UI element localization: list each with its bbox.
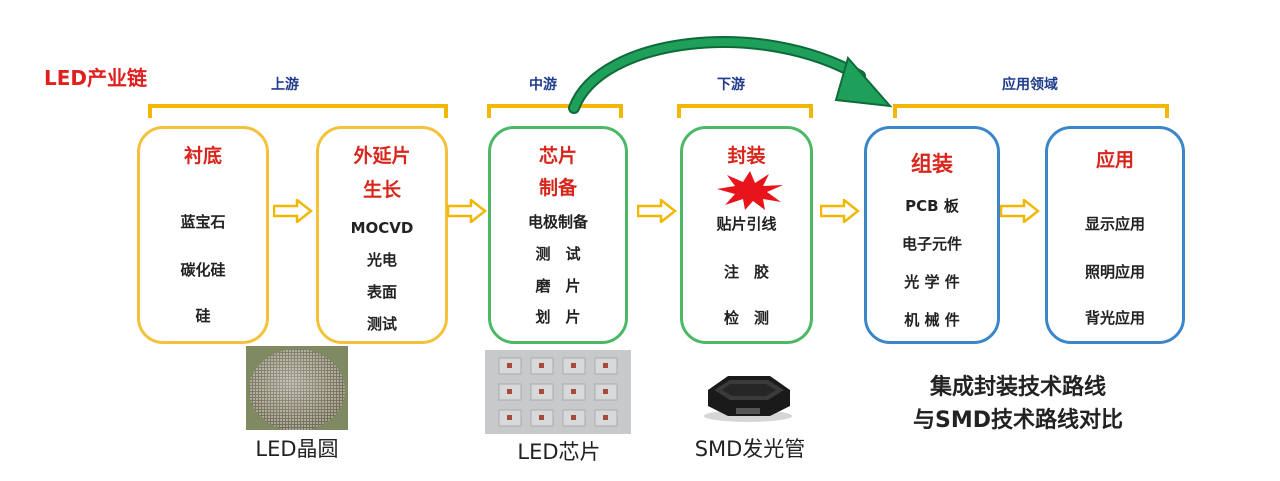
box-packaging: 封装 贴片引线 注 胶 检 测 <box>680 126 813 344</box>
box-application: 应用 显示应用 照明应用 背光应用 <box>1045 126 1185 344</box>
box-item: 检 测 <box>723 309 769 327</box>
box-item: 电子元件 <box>901 235 962 253</box>
box-epitaxial-growth: 外延片 生长 MOCVD 光电 表面 测试 <box>316 126 448 344</box>
box-item: 光 学 件 <box>904 273 960 291</box>
box-title-line: 应用 <box>1095 149 1134 171</box>
led-chip-image <box>485 350 631 434</box>
hollow-arrow-icon <box>637 199 677 223</box>
caption-led-chip: LED芯片 <box>517 440 601 464</box>
box-item: 磨 片 <box>535 277 581 295</box>
box-item: MOCVD <box>350 219 414 237</box>
bracket-midstream <box>487 104 623 118</box>
box-item: 蓝宝石 <box>180 213 226 231</box>
box-item: 注 胶 <box>723 263 769 281</box>
box-title-line: 外延片 <box>353 145 411 167</box>
box-item: 碳化硅 <box>180 261 226 279</box>
box-assembly: 组装 PCB 板 电子元件 光 学 件 机 械 件 <box>864 126 1000 344</box>
box-item: 表面 <box>366 283 397 301</box>
box-item: 划 片 <box>535 308 581 326</box>
hollow-arrow-icon <box>273 199 313 223</box>
box-item: 硅 <box>195 307 211 325</box>
hollow-arrow-icon <box>1000 199 1040 223</box>
curved-arrow-icon <box>568 36 893 114</box>
box-title-line: 衬底 <box>183 145 222 167</box>
hollow-arrow-icon <box>447 199 487 223</box>
box-item: 机 械 件 <box>904 311 960 329</box>
box-title-line: 制备 <box>538 177 577 199</box>
led-wafer-image <box>246 346 348 430</box>
box-title-line: 组装 <box>911 152 953 176</box>
comparison-line-2: 与SMD技术路线对比 <box>913 408 1123 433</box>
box-item: 测试 <box>366 315 397 333</box>
box-title-line: 封装 <box>727 145 766 167</box>
box-item: 背光应用 <box>1084 309 1145 327</box>
box-substrate: 衬底 蓝宝石 碳化硅 硅 <box>137 126 269 344</box>
box-item: PCB 板 <box>905 197 959 215</box>
comparison-line-1: 集成封装技术路线 <box>929 375 1106 400</box>
box-chip-fabrication: 芯片 制备 电极制备 测 试 磨 片 划 片 <box>488 126 628 344</box>
stage-label-downstream: 下游 <box>717 77 745 93</box>
box-title-line: 生长 <box>362 179 401 201</box>
bracket-downstream <box>677 104 813 118</box>
stage-label-upstream: 上游 <box>271 77 299 93</box>
stage-label-midstream: 中游 <box>529 77 557 93</box>
box-item: 电极制备 <box>527 213 588 231</box>
smd-led-image <box>704 376 792 422</box>
box-item: 光电 <box>366 251 397 269</box>
stage-label-application-field: 应用领域 <box>1002 77 1058 93</box>
bracket-application-field <box>893 104 1169 118</box>
bracket-upstream <box>148 104 448 118</box>
hollow-arrow-icon <box>820 199 860 223</box>
box-title-line: 芯片 <box>538 145 577 167</box>
caption-smd-led: SMD发光管 <box>694 437 806 461</box>
box-item: 贴片引线 <box>716 215 777 233</box>
diagram-title: LED产业链 <box>44 66 148 90</box>
box-item: 测 试 <box>535 245 581 263</box>
caption-led-wafer: LED晶圆 <box>255 437 339 461</box>
starburst-icon <box>717 171 783 210</box>
box-item: 照明应用 <box>1084 263 1145 281</box>
box-item: 显示应用 <box>1084 215 1145 233</box>
